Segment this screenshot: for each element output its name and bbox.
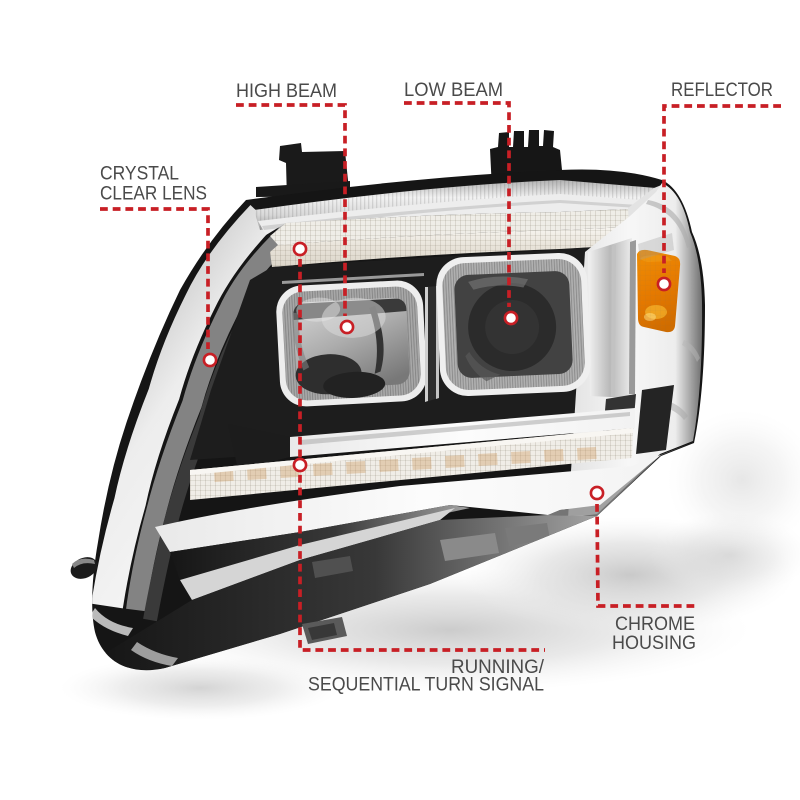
svg-text:RUNNING/: RUNNING/ xyxy=(451,656,545,678)
svg-text:CRYSTAL: CRYSTAL xyxy=(100,163,179,185)
svg-text:CLEAR LENS: CLEAR LENS xyxy=(100,183,207,205)
svg-text:SEQUENTIAL TURN SIGNAL: SEQUENTIAL TURN SIGNAL xyxy=(308,674,544,696)
svg-text:CHROME: CHROME xyxy=(615,613,695,635)
svg-text:REFLECTOR: REFLECTOR xyxy=(671,79,773,101)
svg-text:LOW BEAM: LOW BEAM xyxy=(404,79,503,101)
svg-text:HIGH BEAM: HIGH BEAM xyxy=(236,80,337,102)
svg-text:HOUSING: HOUSING xyxy=(612,632,696,654)
